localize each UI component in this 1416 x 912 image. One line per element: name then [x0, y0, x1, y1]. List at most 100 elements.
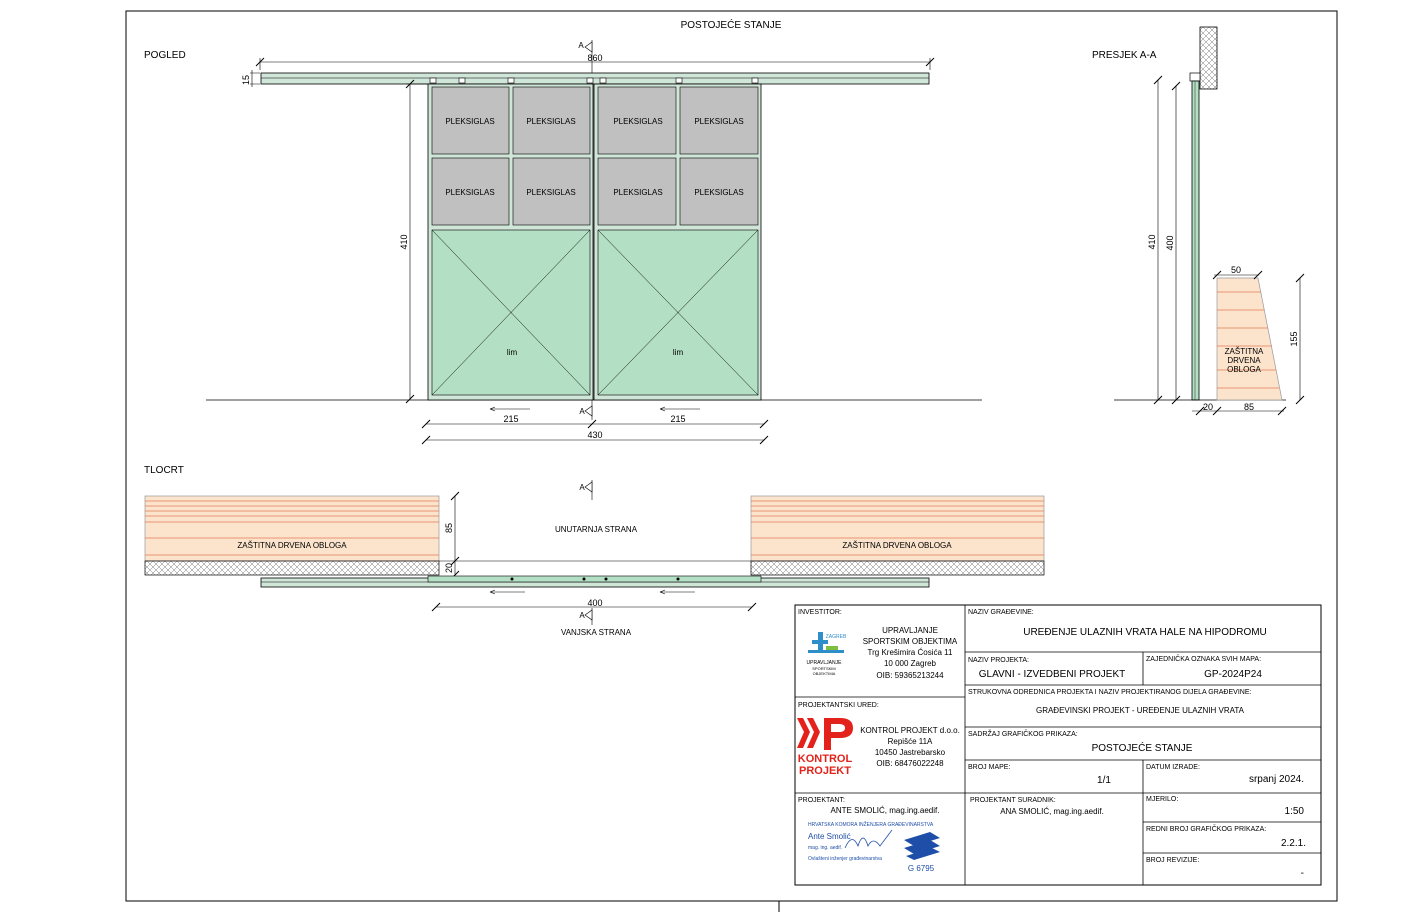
- revision-label: BROJ REVIZIJE:: [1146, 857, 1199, 864]
- discipline-label: STRUKOVNA ODREDNICA PROJEKTA I NAZIV PRO…: [968, 689, 1251, 696]
- section-lining-label: DRVENA: [1227, 356, 1261, 365]
- chamber-logo-icon: [904, 832, 940, 860]
- scale-label: MJERILO:: [1146, 796, 1178, 803]
- dim-plan-gap: 20: [444, 563, 454, 573]
- designer-name: ANTE SMOLIĆ, mag.ing.aedif.: [831, 806, 940, 815]
- section-marker-bottom: A: [579, 407, 585, 416]
- dim-section-lining-depth: 85: [1244, 402, 1254, 412]
- investor-logo: ZAGREB UPRAVLJANJE SPORTSKIM OBJEKTIMA: [807, 632, 847, 676]
- plan-wood-lining-right: [750, 495, 1045, 562]
- investor-name: UPRAVLJANJE: [882, 626, 938, 635]
- dim-section-height-door: 400: [1165, 235, 1175, 250]
- section-title: PRESJEK A-A: [1092, 50, 1157, 61]
- office-logo-word: KONTROL: [798, 753, 853, 765]
- plan-inside-label: UNUTARNJA STRANA: [555, 525, 638, 534]
- collab-label: PROJEKTANT SURADNIK:: [970, 797, 1056, 804]
- investor-logo-caption: SPORTSKIM: [812, 666, 836, 671]
- office-name: KONTROL PROJEKT d.o.o.: [860, 726, 960, 735]
- dim-total-width: 860: [587, 53, 602, 63]
- investor-name: SPORTSKIM OBJEKTIMA: [863, 637, 958, 646]
- office-address: Repišće 11A: [888, 737, 933, 746]
- investor-address: Trg Krešimira Ćosića 11: [868, 648, 953, 657]
- investor-oib: OIB: 59365213244: [876, 671, 944, 680]
- plan-lining-label-left: ZAŠTITNA DRVENA OBLOGA: [237, 541, 347, 550]
- investor-logo-text: ZAGREB: [826, 634, 847, 640]
- dim-plan-depth: 85: [444, 523, 454, 533]
- plan-view: A ZAŠTITNA DRVENA OBLOGA ZAŠTITNA DRVENA…: [144, 480, 1045, 637]
- section-wood-lining: [1216, 277, 1283, 401]
- sheet-title: POSTOJEĆE STANJE: [681, 18, 782, 31]
- plan-section-marker-bottom: A: [579, 611, 585, 620]
- investor-logo-caption: UPRAVLJANJE: [807, 660, 843, 666]
- signature-icon: [844, 829, 893, 849]
- discipline-value: GRAĐEVINSKI PROJEKT - UREĐENJE ULAZNIH V…: [1036, 706, 1245, 715]
- sheet-metal-label: lim: [507, 348, 518, 357]
- sheet-number-value: 2.2.1.: [1281, 838, 1306, 849]
- revision-value: -: [1301, 868, 1304, 879]
- content-value: POSTOJEĆE STANJE: [1092, 741, 1193, 754]
- section-lining-label: OBLOGA: [1227, 365, 1261, 374]
- dim-plan-opening: 400: [587, 598, 602, 608]
- collab-value: ANA SMOLIĆ, mag.ing.aedif.: [1000, 807, 1104, 816]
- panel-label: PLEKSIGLAS: [445, 188, 494, 197]
- panel-label: PLEKSIGLAS: [613, 188, 662, 197]
- office-label: PROJEKTANTSKI URED:: [798, 702, 879, 709]
- panel-label: PLEKSIGLAS: [694, 117, 743, 126]
- panel-label: PLEKSIGLAS: [445, 117, 494, 126]
- door-leaf-right: PLEKSIGLAS PLEKSIGLAS PLEKSIGLAS PLEKSIG…: [593, 83, 762, 401]
- dim-section-gap: 20: [1203, 402, 1213, 412]
- plan-wood-lining-left: [144, 495, 440, 562]
- building-label: NAZIV GRAĐEVINE:: [968, 609, 1034, 616]
- dim-section-height-total: 410: [1147, 234, 1157, 249]
- sheet-number-label: REDNI BROJ GRAFIČKOG PRIKAZA:: [1146, 824, 1266, 833]
- dim-section-top: 50: [1231, 265, 1241, 275]
- stamp-title: mag. ing. aedif.: [808, 845, 842, 851]
- plan-section-marker-top: A: [579, 483, 585, 492]
- panel-label: PLEKSIGLAS: [694, 188, 743, 197]
- code-value: GP-2024P24: [1204, 669, 1262, 680]
- investor-label: INVESTITOR:: [798, 609, 842, 616]
- top-rail: [260, 72, 930, 85]
- dim-section-lining-height: 155: [1289, 331, 1299, 346]
- panel-label: PLEKSIGLAS: [526, 117, 575, 126]
- office-logo: KONTROL PROJEKT: [797, 718, 853, 777]
- sheet-metal-label: lim: [673, 348, 684, 357]
- dim-half-left: 215: [503, 414, 518, 424]
- office-city: 10450 Jastrebarsko: [875, 748, 946, 757]
- folder-value: 1/1: [1097, 775, 1111, 786]
- dim-half-right: 215: [670, 414, 685, 424]
- folder-label: BROJ MAPE:: [968, 764, 1010, 771]
- date-label: DATUM IZRADE:: [1146, 764, 1200, 771]
- scale-value: 1:50: [1285, 806, 1305, 817]
- engineer-stamp: HRVATSKA KOMORA INŽENJERA GRAĐEVINARSTVA…: [808, 820, 940, 873]
- elevation-view: A A 860 15 410: [206, 40, 982, 445]
- section-view: 410 400 ZAŠTITNA DRVENA OBLOGA 50 155 20…: [1114, 26, 1305, 416]
- door-leaf-left: PLEKSIGLAS PLEKSIGLAS PLEKSIGLAS PLEKSIG…: [427, 83, 594, 401]
- building-name: UREĐENJE ULAZNIH VRATA HALE NA HIPODROMU: [1023, 627, 1267, 638]
- view-title: POGLED: [144, 50, 186, 61]
- content-label: SADRŽAJ GRAFIČKOG PRIKAZA:: [968, 729, 1078, 738]
- section-marker-top: A: [578, 41, 584, 50]
- panel-label: PLEKSIGLAS: [526, 188, 575, 197]
- dim-rail: 15: [241, 75, 251, 85]
- plan-outside-label: VANJSKA STRANA: [561, 628, 632, 637]
- stamp-role: Ovlašteni inženjer građevinarstva: [808, 856, 882, 862]
- project-name: GLAVNI - IZVEDBENI PROJEKT: [979, 669, 1126, 680]
- project-label: NAZIV PROJEKTA:: [968, 657, 1029, 664]
- panel-label: PLEKSIGLAS: [613, 117, 662, 126]
- plan-title: TLOCRT: [144, 465, 184, 476]
- stamp-number: G 6795: [908, 864, 935, 873]
- sheet-border: [125, 10, 1338, 902]
- code-label: ZAJEDNIČKA OZNAKA SVIH MAPA:: [1146, 654, 1261, 663]
- office-oib: OIB: 68476022248: [876, 759, 944, 768]
- date-value: srpanj 2024.: [1249, 774, 1304, 785]
- dim-height: 410: [399, 234, 409, 249]
- investor-logo-caption: OBJEKTIMA: [813, 671, 836, 676]
- plan-lining-label-right: ZAŠTITNA DRVENA OBLOGA: [842, 541, 952, 550]
- stamp-chamber: HRVATSKA KOMORA INŽENJERA GRAĐEVINARSTVA: [808, 820, 934, 828]
- office-logo-word: PROJEKT: [799, 765, 851, 777]
- title-block: INVESTITOR: ZAGREB UPRAVLJANJE SPORTSKIM…: [794, 604, 1322, 886]
- stamp-name: Ante Smolić: [808, 832, 851, 841]
- investor-city: 10 000 Zagreb: [884, 659, 937, 668]
